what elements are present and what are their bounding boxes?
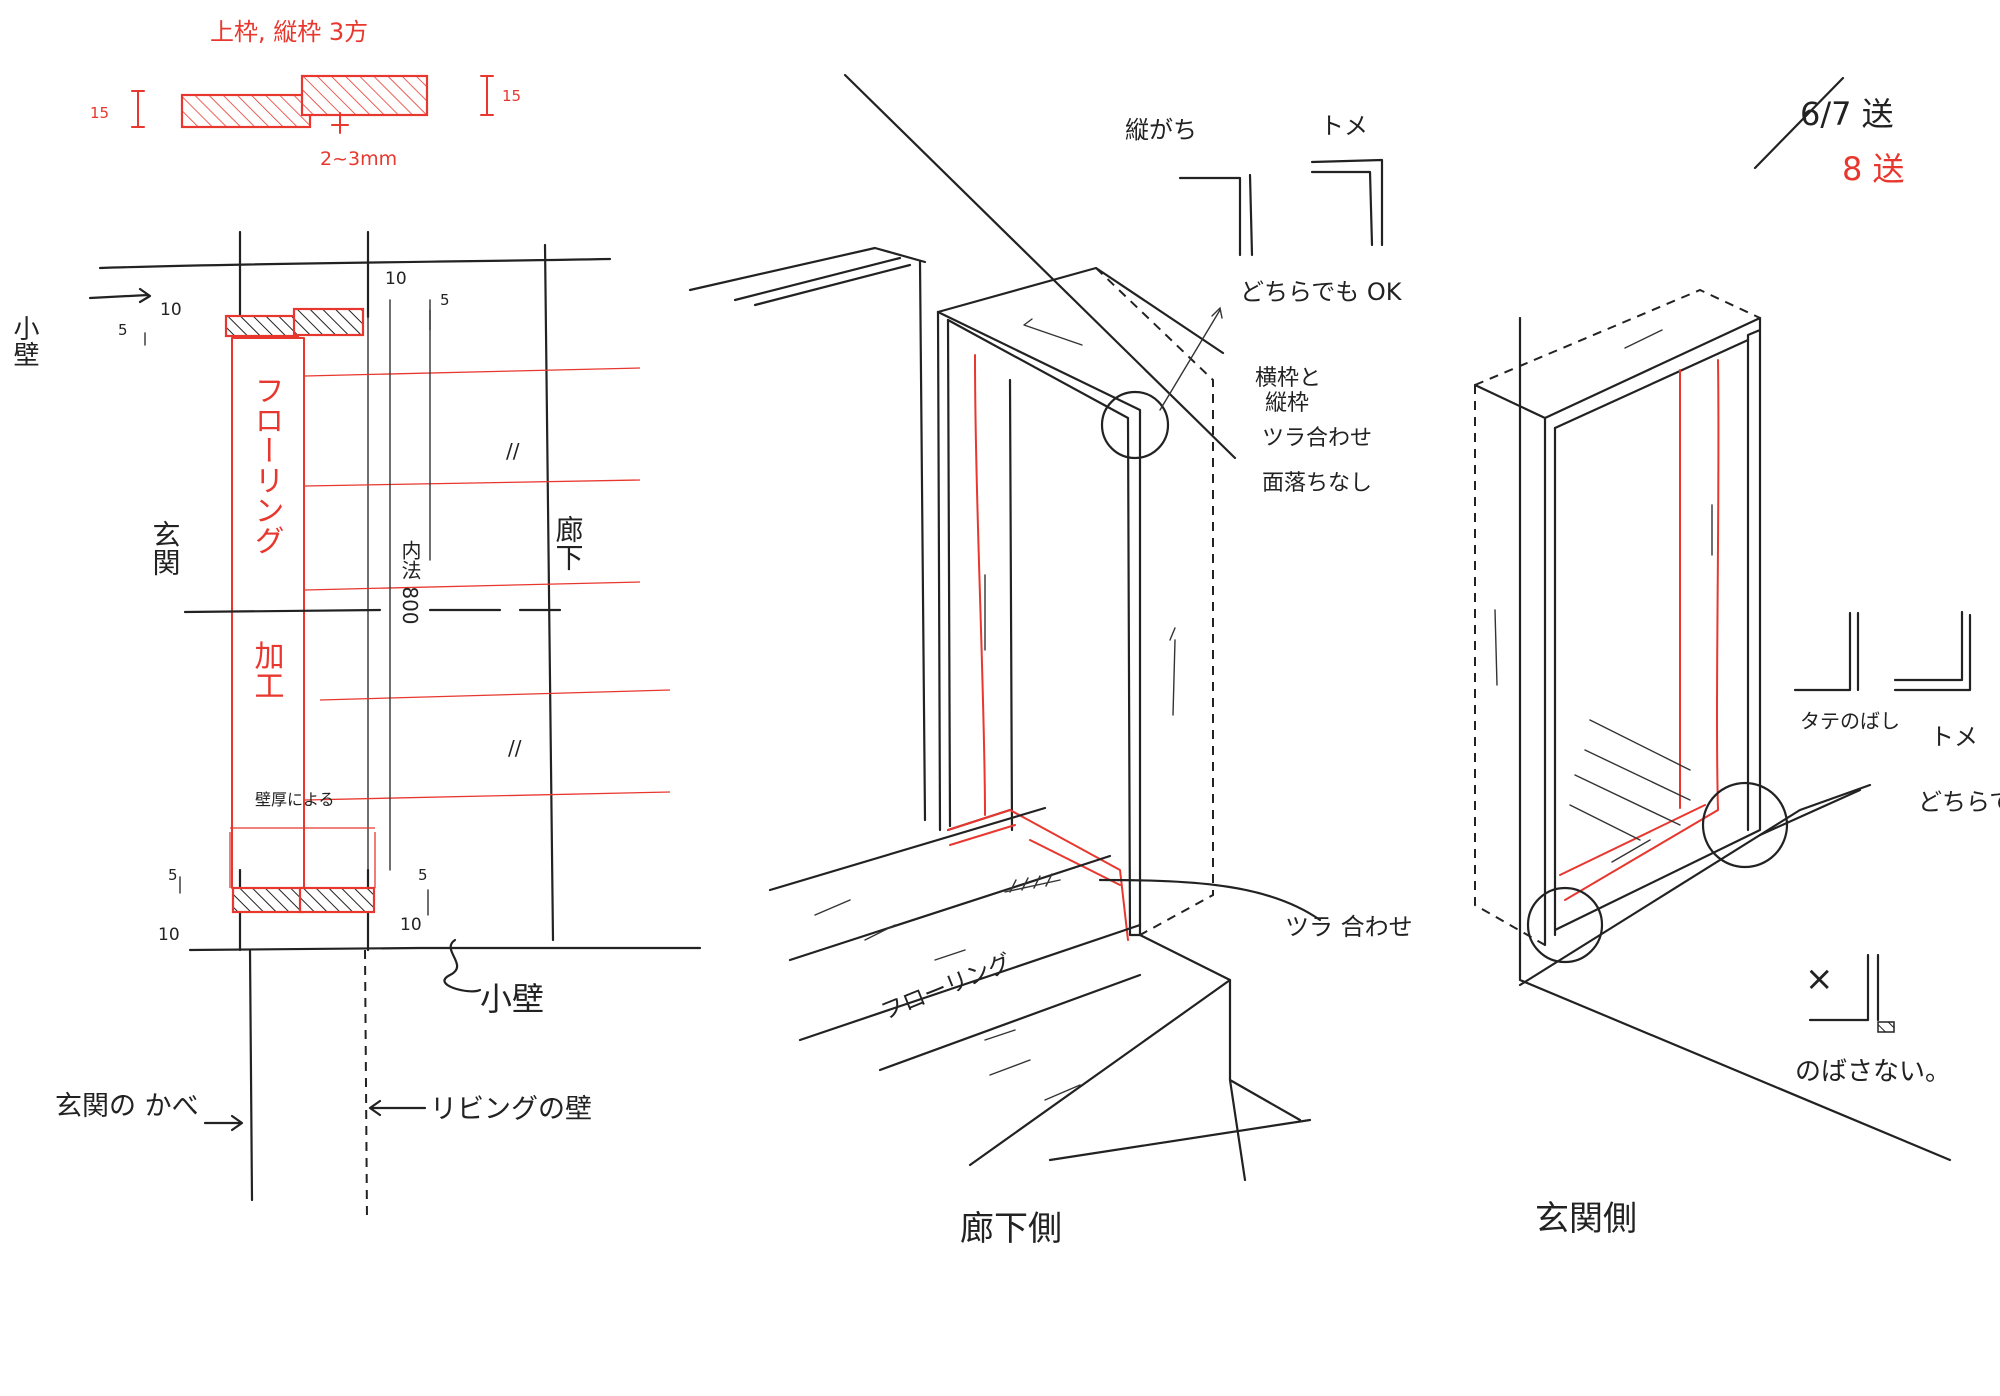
frame-header-note: 上枠, 縦枠 3方 15 15 2~3mm	[90, 18, 521, 170]
dim-gap-text: 2~3mm	[320, 148, 397, 170]
corridor-side-view: 縦がち トメ どちらでも OK 横枠と 縦枠 ツラ合わせ 面落ちなし フローリン…	[688, 73, 1413, 1249]
dim-15-left: 15	[90, 104, 109, 122]
entrance-side-caption: 玄関側	[1535, 1199, 1637, 1239]
flush-note-2: 縦枠	[1265, 391, 1309, 416]
flooring-strip	[231, 337, 305, 889]
flush-note-3: ツラ合わせ	[1262, 426, 1372, 451]
either-ok-right: どちらでも OK	[1918, 788, 2000, 816]
corridor-label: 廊下	[552, 515, 585, 571]
dim-10-bottom-right: 10	[400, 915, 422, 935]
equal-mark-2: //	[508, 736, 522, 760]
tome-label: トメ	[1930, 723, 1978, 751]
small-wall-bottom-label: 小壁	[480, 980, 544, 1018]
flush-note-1: 横枠と	[1255, 366, 1321, 391]
dont-extend-note: のばさない。	[1795, 1057, 1951, 1087]
hatched-board-right	[300, 74, 429, 117]
date-note: 6/7 送 8 送	[1753, 76, 1905, 188]
small-wall-top-label: 小壁	[9, 315, 39, 367]
entrance-label: 玄関	[149, 520, 182, 576]
flooring-perspective-label: フローリング	[878, 950, 1016, 1026]
flooring-vertical-label: フローリング	[249, 375, 284, 555]
flush-note-4: 面落ちなし	[1262, 471, 1372, 496]
dim-5-bottom-left: 5	[168, 866, 178, 884]
corridor-side-caption: 廊下側	[960, 1209, 1062, 1249]
plan-drawing: 10 10 10 10 5 5 5 5 小壁 玄関 廊下 小壁 フローリング 加…	[9, 230, 702, 1221]
header-note-text: 上枠, 縦枠 3方	[210, 18, 368, 46]
wall-thickness-note: 壁厚による	[255, 790, 335, 809]
bottom-frame-board-left	[231, 886, 305, 914]
flush-label: ツラ 合わせ	[1285, 913, 1413, 941]
sent-note-2: 8 送	[1842, 150, 1905, 188]
dim-10-bottom-left: 10	[158, 925, 180, 945]
dim-10-top-right: 10	[385, 269, 407, 289]
bottom-frame-board-right	[298, 886, 376, 914]
x-mark: ×	[1805, 959, 1834, 999]
dim-5-bottom-right: 5	[418, 866, 428, 884]
entrance-side-view: タテのばし トメ どちらでも OK × のばさない。 玄関側	[1473, 288, 2000, 1239]
sent-note-1: 6/7 送	[1800, 95, 1894, 133]
dim-5-top-left: 5	[118, 321, 128, 339]
hatched-board-left	[180, 93, 312, 129]
yokogachi-label: トメ	[1320, 112, 1368, 140]
no-extend-hatch	[1877, 1021, 1895, 1033]
dim-5-top-right: 5	[440, 291, 450, 309]
dim-15-right: 15	[502, 87, 521, 105]
top-frame-board-left	[224, 314, 300, 338]
either-ok-text: どちらでも OK	[1240, 278, 1403, 306]
processing-label: 加工	[249, 640, 285, 700]
tate-nobashi-label: タテのばし	[1800, 709, 1900, 733]
entrance-wall-note: 玄関の かべ	[55, 1091, 199, 1122]
tategachi-label: 縦がち	[1125, 116, 1197, 144]
dim-10-top-left: 10	[160, 300, 182, 320]
equal-mark-1: //	[506, 439, 520, 463]
corner-detail-circle-left	[1526, 886, 1604, 964]
corner-detail-circle	[1100, 390, 1170, 460]
top-frame-board-right	[292, 307, 365, 337]
living-wall-note: リビングの壁	[430, 1094, 592, 1125]
corner-detail-circle-right	[1701, 781, 1789, 869]
inner-dimension-label: 内法 800	[398, 540, 422, 625]
